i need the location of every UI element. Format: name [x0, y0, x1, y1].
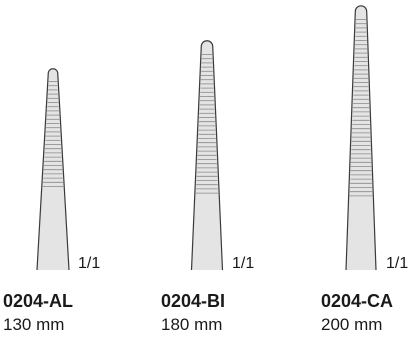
jaw-outline — [345, 5, 377, 270]
length-0204-al: 130 mm — [3, 315, 65, 334]
product-code-0204-ca: 0204-CA — [321, 291, 394, 311]
scale-label-0204-ca: 1/1 — [386, 255, 409, 272]
length-0204-ca: 200 mm — [321, 315, 383, 334]
scale-label-0204-al: 1/1 — [78, 255, 101, 272]
instrument-jaw-illustrations — [36, 5, 377, 270]
product-code-0204-bi: 0204-BI — [161, 291, 226, 311]
scale-label-0204-bi: 1/1 — [232, 255, 255, 272]
jaw-0204-bi — [190, 40, 224, 270]
jaw-0204-al — [36, 68, 70, 270]
jaw-outline — [36, 68, 70, 270]
product-code-0204-al: 0204-AL — [3, 291, 74, 311]
jaw-0204-ca — [345, 5, 377, 270]
jaw-outline — [190, 40, 224, 270]
length-0204-bi: 180 mm — [161, 315, 223, 334]
